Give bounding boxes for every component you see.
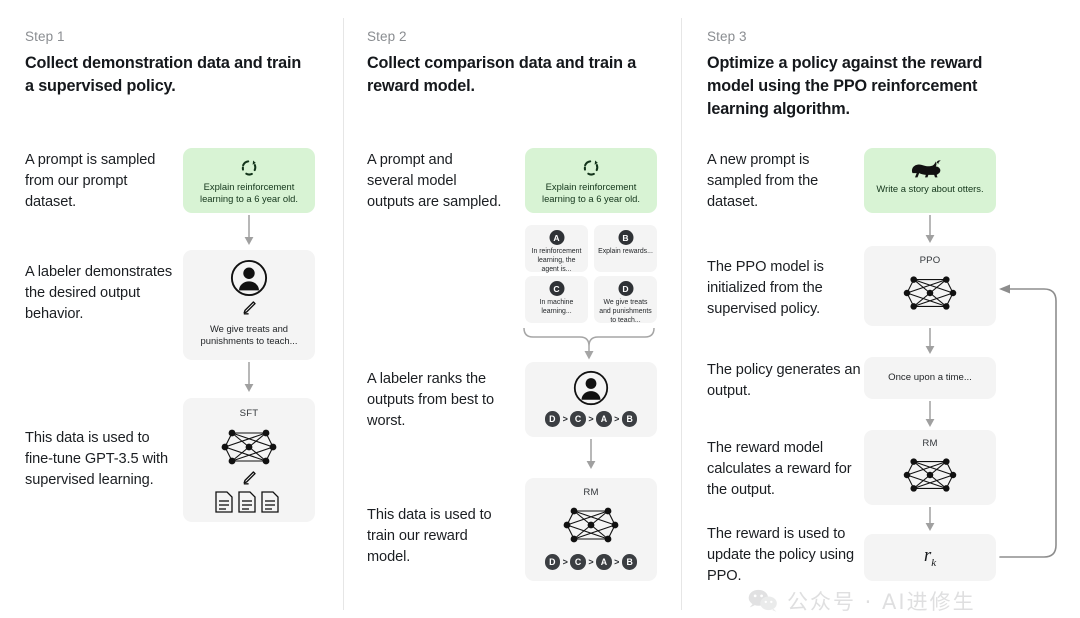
rank-chip-2: C [570, 554, 586, 570]
step-3-desc-2: The PPO model is initialized from the su… [707, 259, 824, 317]
arrow-down-icon [242, 362, 256, 394]
step-1-desc-1: A prompt is sampled from our prompt data… [25, 152, 156, 210]
rank-chip-3: A [596, 411, 612, 427]
rank-chip-3: A [596, 554, 612, 570]
pencil-icon [241, 300, 257, 316]
neural-network-icon [560, 501, 622, 549]
arrow-down-icon [923, 215, 937, 245]
rank-chip-4: B [621, 554, 638, 570]
column-divider-1 [343, 18, 344, 610]
output-text-a: In reinforcement learning, the agent is.… [531, 248, 582, 273]
step-1-labeler-caption: We give treats and punishments to teach.… [200, 323, 298, 347]
refresh-cycle-icon [582, 158, 601, 177]
neural-network-icon [900, 270, 960, 316]
step-1-sft-box[interactable]: SFT [183, 398, 315, 522]
step-2-label: Step 2 [367, 29, 407, 44]
step-2-prompt-caption: Explain reinforcement learning to a 6 ye… [542, 181, 640, 205]
neural-network-icon [900, 452, 960, 498]
step-1-title: Collect demonstration data and train a s… [25, 54, 302, 95]
step-1-sft-title: SFT [239, 408, 259, 419]
step-1-labeler-box[interactable]: We give treats and punishments to teach.… [183, 250, 315, 360]
step-3-ppo-title: PPO [919, 255, 941, 266]
rank-sep: > [588, 556, 594, 567]
step-2-ranking-box[interactable]: D > C > A > B [525, 362, 657, 437]
otter-icon [909, 159, 951, 179]
step-2-column: Step 2 Collect comparison data and train… [344, 0, 681, 618]
rank-chip-4: B [621, 411, 638, 427]
merge-brace-arrow-icon [522, 325, 662, 361]
step-3-title: Optimize a policy against the reward mod… [707, 54, 983, 118]
neural-network-icon [218, 423, 280, 471]
arrow-down-icon [923, 328, 937, 356]
pencil-icon [241, 470, 257, 486]
step-3-column: Step 3 Optimize a policy against the rew… [682, 0, 1080, 618]
ranking-row: D > C > A > B [525, 411, 657, 427]
step-3-output-box[interactable]: Once upon a time... [864, 357, 996, 399]
output-text-b: Explain rewards... [598, 248, 653, 255]
step-2-rm-title: RM [583, 487, 599, 498]
output-card-a[interactable]: A In reinforcement learning, the agent i… [525, 225, 588, 273]
rank-sep: > [562, 413, 568, 424]
person-avatar-icon [573, 370, 609, 406]
step-1-label: Step 1 [25, 29, 65, 44]
wechat-icon [748, 589, 778, 613]
step-2-desc-1: A prompt and several model outputs are s… [367, 152, 502, 210]
rank-chip-1: D [544, 554, 561, 570]
step-1-prompt-caption: Explain reinforcement learning to a 6 ye… [200, 181, 298, 205]
output-text-c: In machine learning... [539, 299, 574, 315]
arrow-down-icon [242, 215, 256, 247]
step-1-desc-3: This data is used to fine-tune GPT-3.5 w… [25, 430, 168, 488]
output-card-d[interactable]: D We give treats and punishments to teac… [594, 276, 657, 324]
step-1-desc-2: A labeler demonstrates the desired outpu… [25, 264, 173, 322]
step-2-prompt-box[interactable]: Explain reinforcement learning to a 6 ye… [525, 148, 657, 213]
step-3-desc-5: The reward is used to update the policy … [707, 526, 854, 584]
step-2-title: Collect comparison data and train a rewa… [367, 54, 637, 95]
documents-icon [214, 490, 284, 514]
watermark-text: 公众号 · AI进修生 [787, 590, 976, 614]
output-text-d: We give treats and punishments to teach.… [599, 299, 652, 324]
feedback-loop-arrow-icon [992, 280, 1072, 565]
step-3-prompt-caption: Write a story about otters. [876, 183, 984, 194]
step-3-rm-box[interactable]: RM [864, 430, 996, 505]
step-2-reward-model-box[interactable]: RM [525, 478, 657, 581]
step-2-desc-2: A labeler ranks the outputs from best to… [367, 371, 494, 429]
step-3-desc-4: The reward model calculates a reward for… [707, 440, 852, 498]
rank-sep: > [614, 413, 620, 424]
arrow-down-icon [584, 439, 598, 471]
step-3-label: Step 3 [707, 29, 747, 44]
reward-symbol-sub: k [931, 556, 937, 569]
refresh-cycle-icon [240, 158, 259, 177]
step-3-desc-1: A new prompt is sampled from the dataset… [707, 152, 819, 210]
step-2-desc-3: This data is used to train our reward mo… [367, 507, 492, 565]
rank-chip-1: D [544, 411, 561, 427]
wechat-watermark: 公众号 · AI进修生 [748, 586, 976, 616]
output-badge-c: C [549, 281, 564, 296]
step-1-prompt-box[interactable]: Explain reinforcement learning to a 6 ye… [183, 148, 315, 213]
rank-sep: > [588, 413, 594, 424]
output-card-c[interactable]: C In machine learning... [525, 276, 588, 323]
step-3-output-text: Once upon a time... [888, 372, 972, 383]
reward-symbol-base: r [923, 545, 932, 566]
output-badge-b: B [618, 230, 633, 245]
step-3-reward-box[interactable]: rk [864, 534, 996, 581]
step-3-prompt-box[interactable]: Write a story about otters. [864, 148, 996, 213]
arrow-down-icon [923, 401, 937, 429]
step-1-column: Step 1 Collect demonstration data and tr… [0, 0, 343, 618]
step-3-rm-title: RM [922, 438, 938, 449]
reward-symbol: rk [864, 545, 996, 569]
ranking-row: D > C > A > B [525, 554, 657, 570]
rank-sep: > [614, 556, 620, 567]
arrow-down-icon [923, 507, 937, 533]
output-card-b[interactable]: B Explain rewards... [594, 225, 657, 272]
rank-chip-2: C [570, 411, 586, 427]
step-3-ppo-box[interactable]: PPO [864, 246, 996, 326]
person-avatar-icon [230, 259, 268, 297]
rank-sep: > [562, 556, 568, 567]
step-3-desc-3: The policy generates an output. [707, 362, 861, 399]
output-badge-d: D [618, 281, 633, 296]
output-badge-a: A [549, 230, 564, 245]
column-divider-2 [681, 18, 682, 610]
